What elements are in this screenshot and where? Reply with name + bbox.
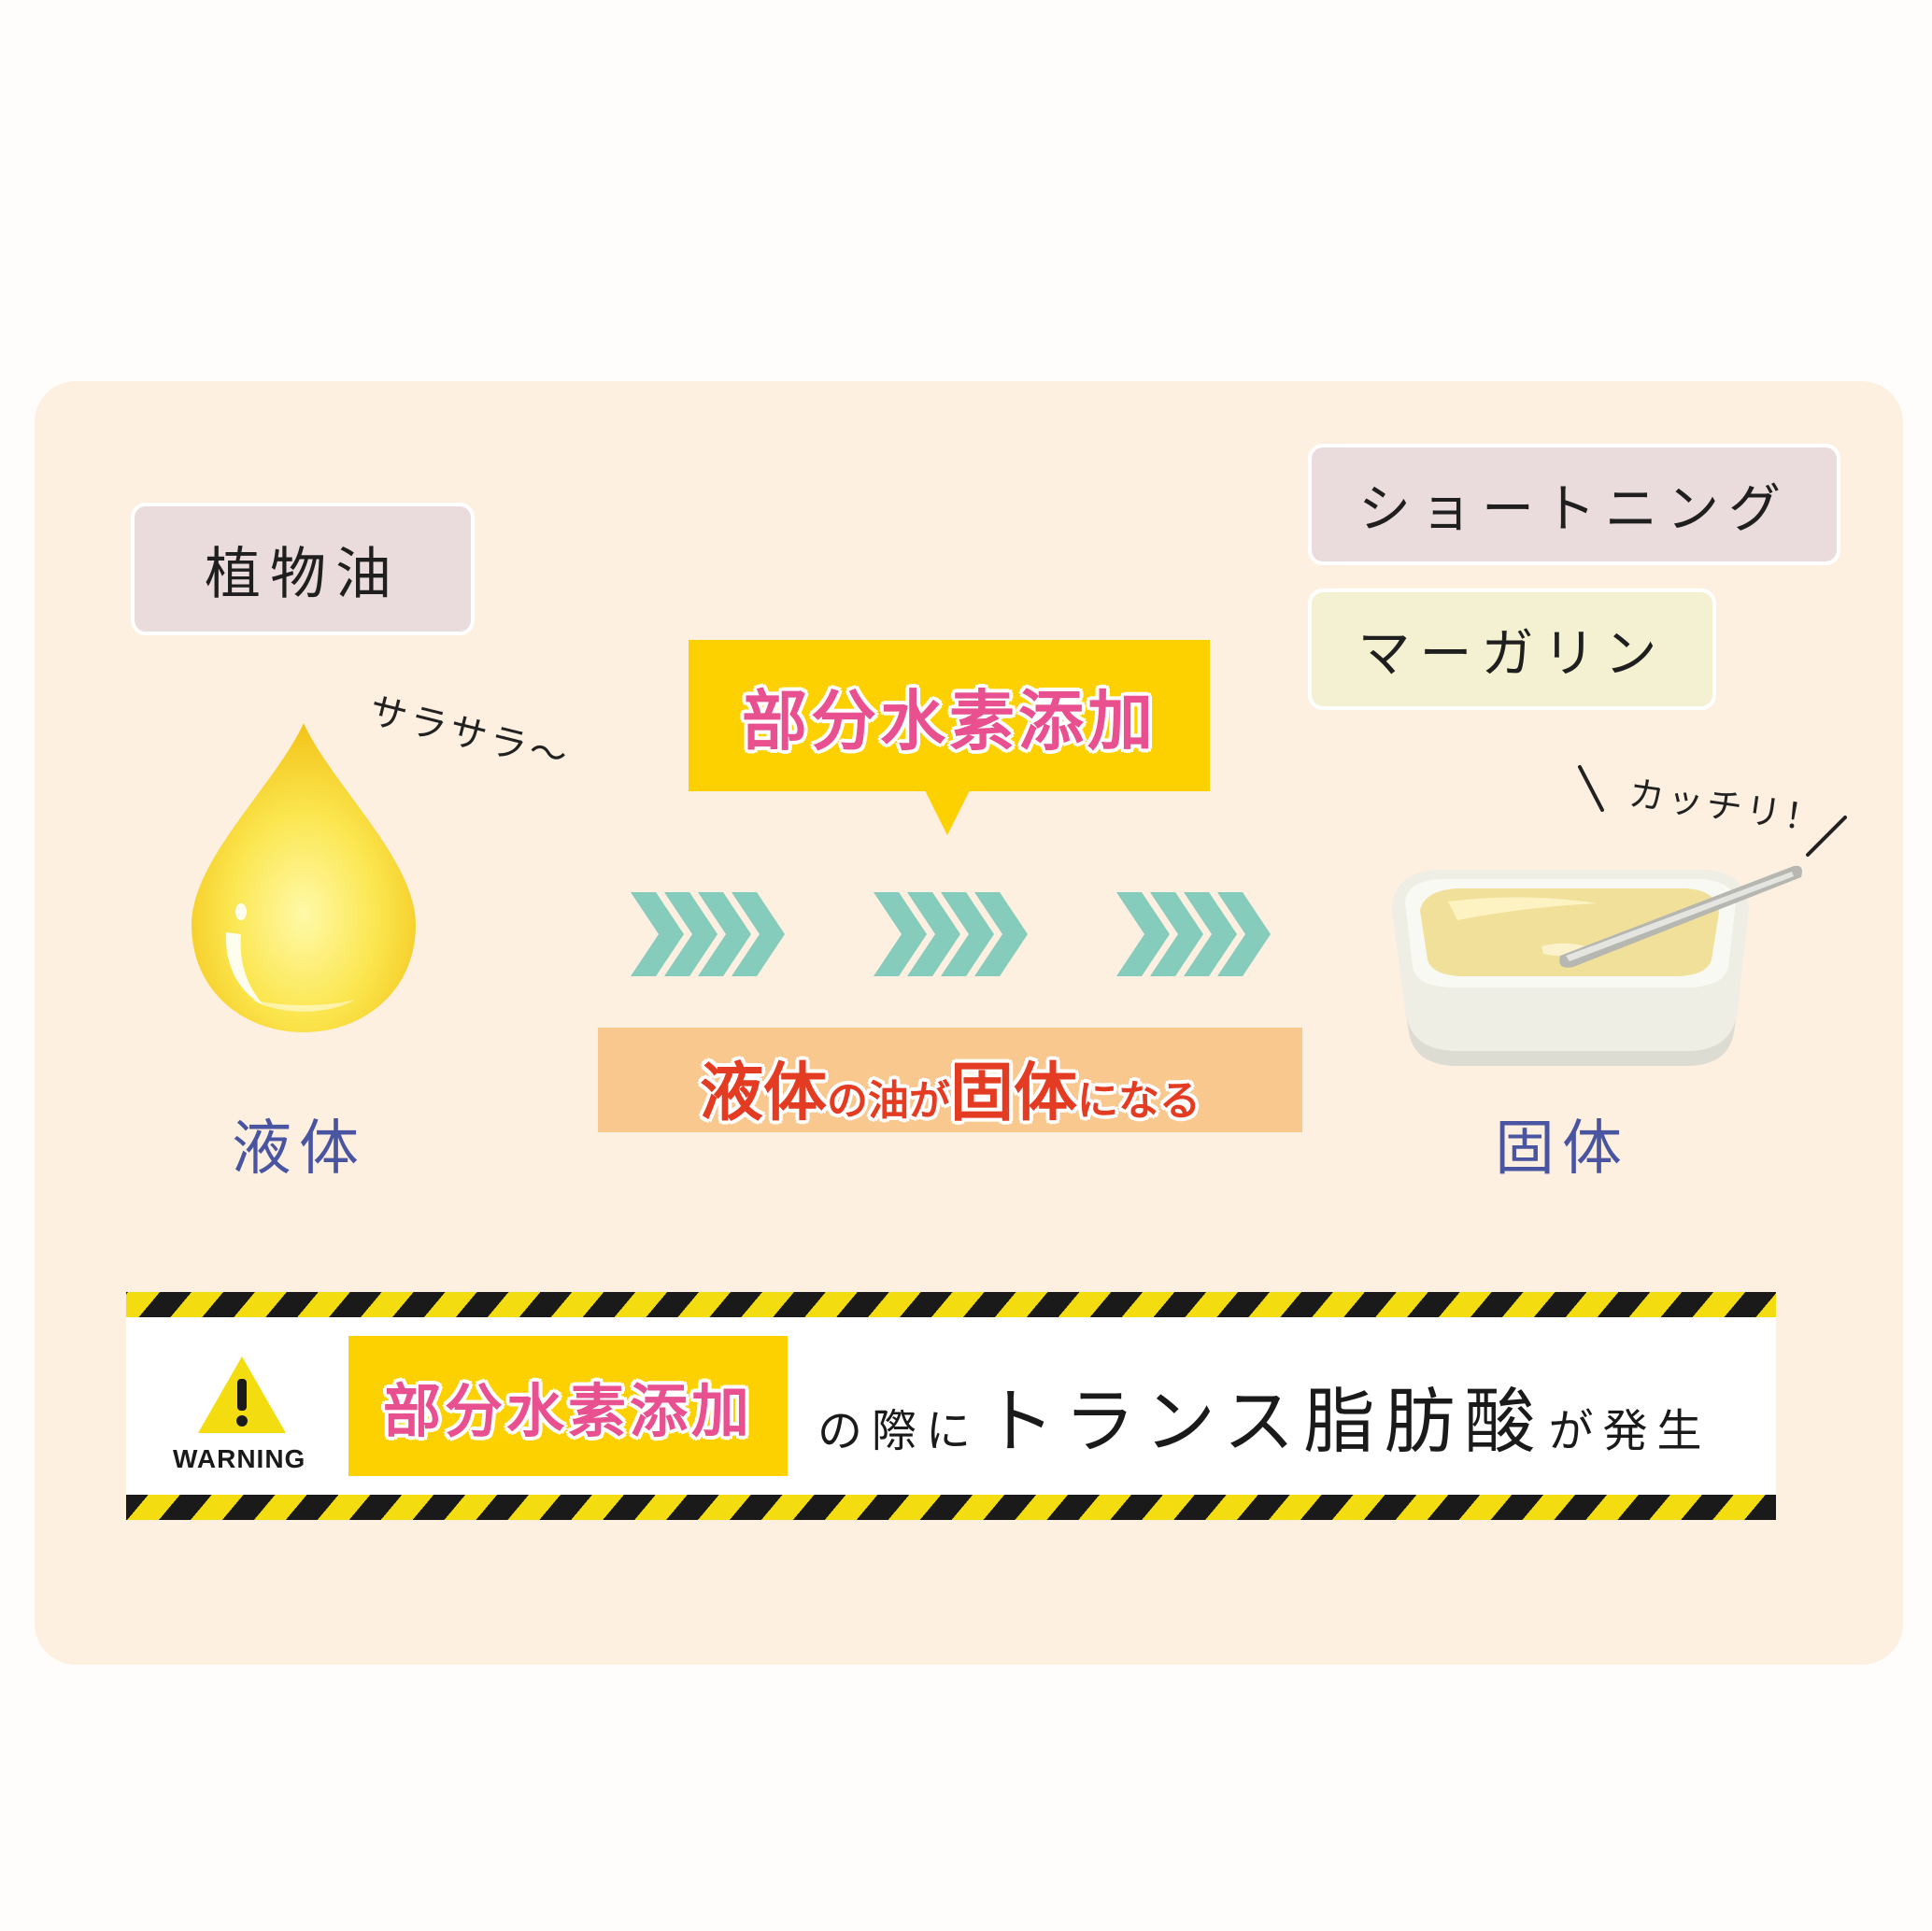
bubble-tail	[925, 790, 970, 835]
margarine-container-icon	[1392, 865, 1802, 1066]
emphasis-lines-icon	[1578, 765, 1847, 857]
warning-highlight: 部分水素添加	[382, 1377, 753, 1445]
trans-fat-text: トランス脂肪酸	[984, 1380, 1545, 1463]
hydrogenation-title: 部分水素添加	[742, 682, 1157, 760]
warning-triangle-icon	[198, 1356, 286, 1433]
warning-banner-body: WARNING 部分水素添加 の際に トランス脂肪酸 が発生	[126, 1317, 1776, 1495]
warning-sentence: の際に トランス脂肪酸 が発生	[817, 1364, 1712, 1480]
result-word-become: になる	[1077, 1077, 1201, 1125]
liquid-label: 液体	[232, 1115, 366, 1184]
shortening-label: ショートニング	[1308, 444, 1840, 565]
result-particle-no: の	[827, 1077, 868, 1125]
result-word-solid: 固体	[950, 1057, 1078, 1130]
oil-drop-icon	[192, 723, 416, 1032]
warning-text-emphasis: トランス脂肪酸	[984, 1364, 1545, 1480]
warning-highlight-box: 部分水素添加	[348, 1336, 788, 1476]
warning-text-post: が発生	[1548, 1405, 1712, 1457]
vegetable-oil-label: 植物油	[131, 503, 475, 635]
result-particle-ga: が	[909, 1077, 950, 1125]
chevron-right-icon	[631, 892, 785, 976]
warning-label: WARNING	[173, 1444, 306, 1473]
chevron-right-icon	[1116, 892, 1271, 976]
result-word-liquid: 液体	[699, 1057, 827, 1130]
warning-text-pre: の際に	[817, 1405, 981, 1457]
margarine-label: マーガリン	[1308, 589, 1716, 710]
result-word-oil: 油	[868, 1077, 909, 1125]
hydrogenation-bubble: 部分水素添加	[689, 640, 1210, 791]
chevron-right-icon	[874, 892, 1028, 976]
chevron-arrows	[631, 892, 1271, 976]
solid-label: 固体	[1495, 1115, 1629, 1184]
result-band: 液体 の 油 が 固体 になる	[598, 1028, 1302, 1132]
warning-banner: WARNING 部分水素添加 の際に トランス脂肪酸 が発生	[126, 1292, 1776, 1520]
